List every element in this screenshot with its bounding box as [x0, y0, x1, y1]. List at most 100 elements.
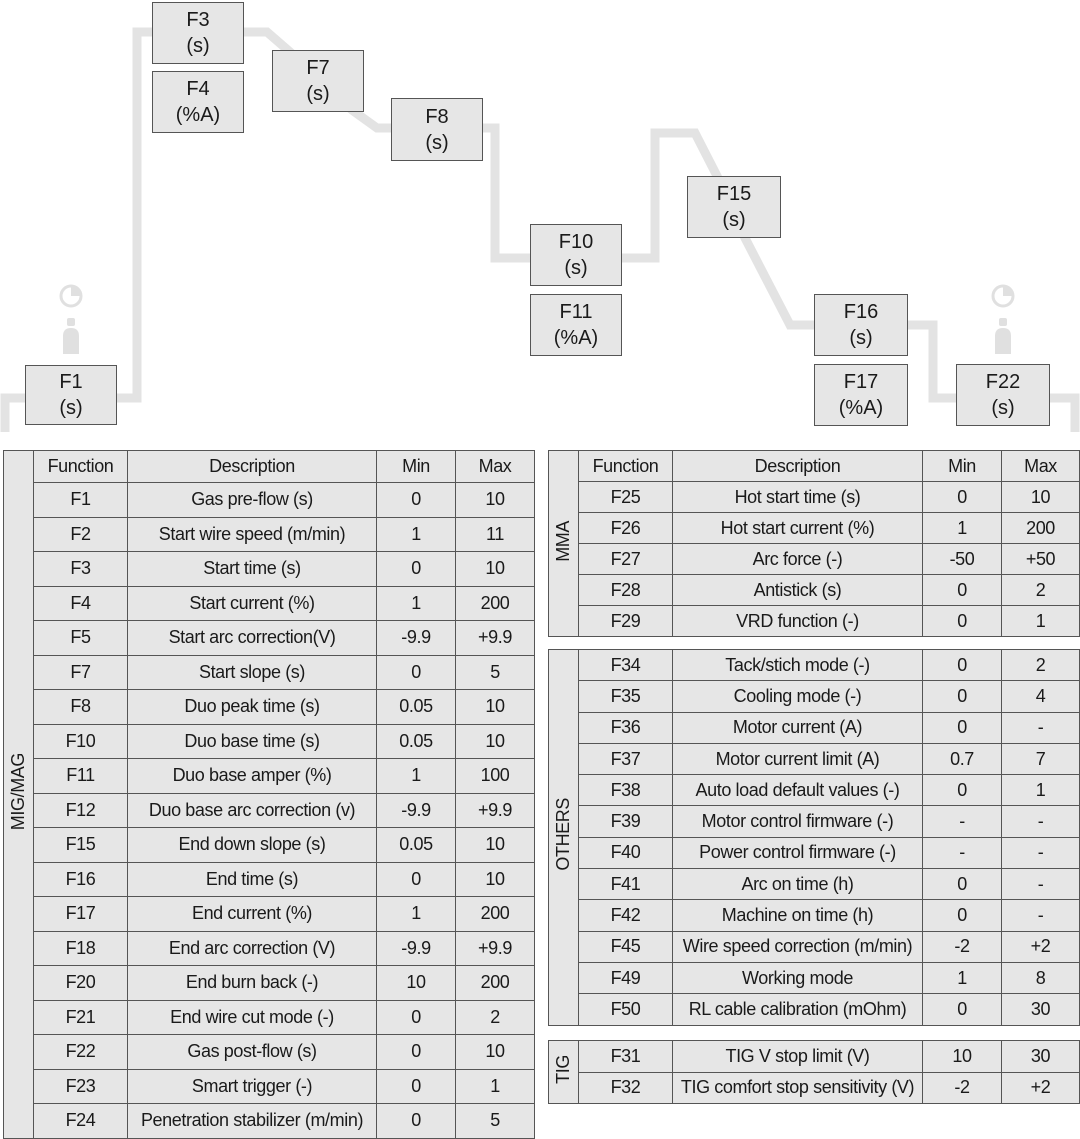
cell-function: F25 [578, 481, 673, 513]
cell-min: 1 [376, 516, 456, 552]
cell-function: F4 [33, 585, 128, 621]
cell-min: 10 [376, 965, 456, 1001]
box-unit: (s) [59, 397, 83, 419]
cell-min: 0 [376, 551, 456, 587]
cell-function: F7 [33, 654, 128, 690]
box-code: F10 [558, 231, 594, 253]
cell-function: F29 [578, 605, 673, 637]
group-label-text: MMA [553, 520, 573, 562]
cell-description: Motor current (A) [672, 711, 923, 744]
cell-description: Auto load default values (-) [672, 774, 923, 807]
cell-max: 10 [455, 689, 535, 725]
cell-description: Power control firmware (-) [672, 836, 923, 870]
cell-description: Wire speed correction (m/min) [672, 930, 923, 963]
sequence-line [0, 27, 1080, 432]
cell-max: 200 [455, 585, 535, 621]
cell-min: 0.05 [376, 827, 456, 863]
cell-max: 200 [1001, 512, 1080, 544]
cell-function: F12 [33, 792, 128, 828]
cell-description: Working mode [672, 961, 923, 995]
cell-function: F35 [578, 680, 673, 713]
cell-max: - [1001, 899, 1080, 932]
cell-description: End current (%) [127, 896, 377, 932]
box-code: F15 [716, 183, 752, 205]
cell-function: F5 [33, 620, 128, 656]
cell-min: -50 [922, 543, 1002, 575]
box-code: F3 [186, 9, 210, 31]
cell-min: 0.7 [922, 742, 1002, 776]
cell-function: F1 [33, 482, 128, 518]
cell-description: Start time (s) [127, 551, 377, 587]
timer-icon [991, 284, 1015, 308]
cell-description: Start arc correction(V) [127, 620, 377, 656]
cell-function: F27 [578, 543, 673, 575]
cell-function: F31 [578, 1040, 673, 1073]
header-function: Function [578, 450, 673, 482]
cell-function: F45 [578, 930, 673, 963]
welding-sequence-diagram: F1(s) F3(s) F4(%A) F7(s) F8(s) F10(s) F1… [0, 0, 1080, 440]
box-code: F8 [425, 105, 449, 128]
cell-max: 1 [1001, 605, 1080, 637]
cell-min: 0.05 [376, 723, 456, 759]
box-code: F1 [59, 371, 83, 393]
cell-min: 0 [376, 1103, 456, 1139]
group-label: MIG/MAG [3, 450, 34, 1139]
box-f1: F1 (s) [25, 365, 117, 425]
cell-description: Cooling mode (-) [672, 680, 923, 713]
cell-function: F10 [33, 723, 128, 759]
box-f7: F7(s) [272, 50, 364, 112]
cell-max: 30 [1001, 993, 1080, 1026]
header-min: Min [922, 450, 1002, 482]
cell-min: 0 [922, 711, 1002, 744]
cell-function: F38 [578, 774, 673, 807]
group-label: TIG [548, 1040, 579, 1104]
group-label: MMA [548, 450, 579, 637]
header-description: Description [672, 450, 923, 482]
cell-min: 1 [922, 512, 1002, 544]
cell-function: F18 [33, 930, 128, 966]
cell-min: 0 [922, 481, 1002, 513]
box-f15: F15(s) [687, 176, 781, 238]
cell-min: 0 [922, 868, 1002, 901]
cell-function: F23 [33, 1068, 128, 1104]
cell-description: Gas pre-flow (s) [127, 482, 377, 518]
cell-description: TIG V stop limit (V) [672, 1040, 923, 1073]
box-f3: F3 (s) [152, 2, 244, 64]
box-unit: (s) [306, 83, 330, 105]
cell-min: -9.9 [376, 930, 456, 966]
cell-function: F24 [33, 1103, 128, 1139]
cell-max: 8 [1001, 961, 1080, 995]
cell-min: 1 [376, 896, 456, 932]
cell-max: +2 [1001, 930, 1080, 963]
cell-min: 0 [922, 680, 1002, 713]
cell-description: Duo base arc correction (v) [127, 792, 377, 828]
cell-description: End wire cut mode (-) [127, 999, 377, 1035]
cell-description: Start slope (s) [127, 654, 377, 690]
cell-max: 30 [1001, 1040, 1080, 1073]
box-unit: (s) [186, 35, 210, 57]
box-unit: (s) [991, 397, 1015, 419]
cell-function: F42 [578, 899, 673, 932]
cell-min: 10 [922, 1040, 1002, 1073]
cell-max: 4 [1001, 680, 1080, 713]
cell-max: 11 [455, 516, 535, 552]
cell-description: Motor control firmware (-) [672, 805, 923, 838]
cell-description: Smart trigger (-) [127, 1068, 377, 1104]
header-function: Function [33, 450, 128, 483]
